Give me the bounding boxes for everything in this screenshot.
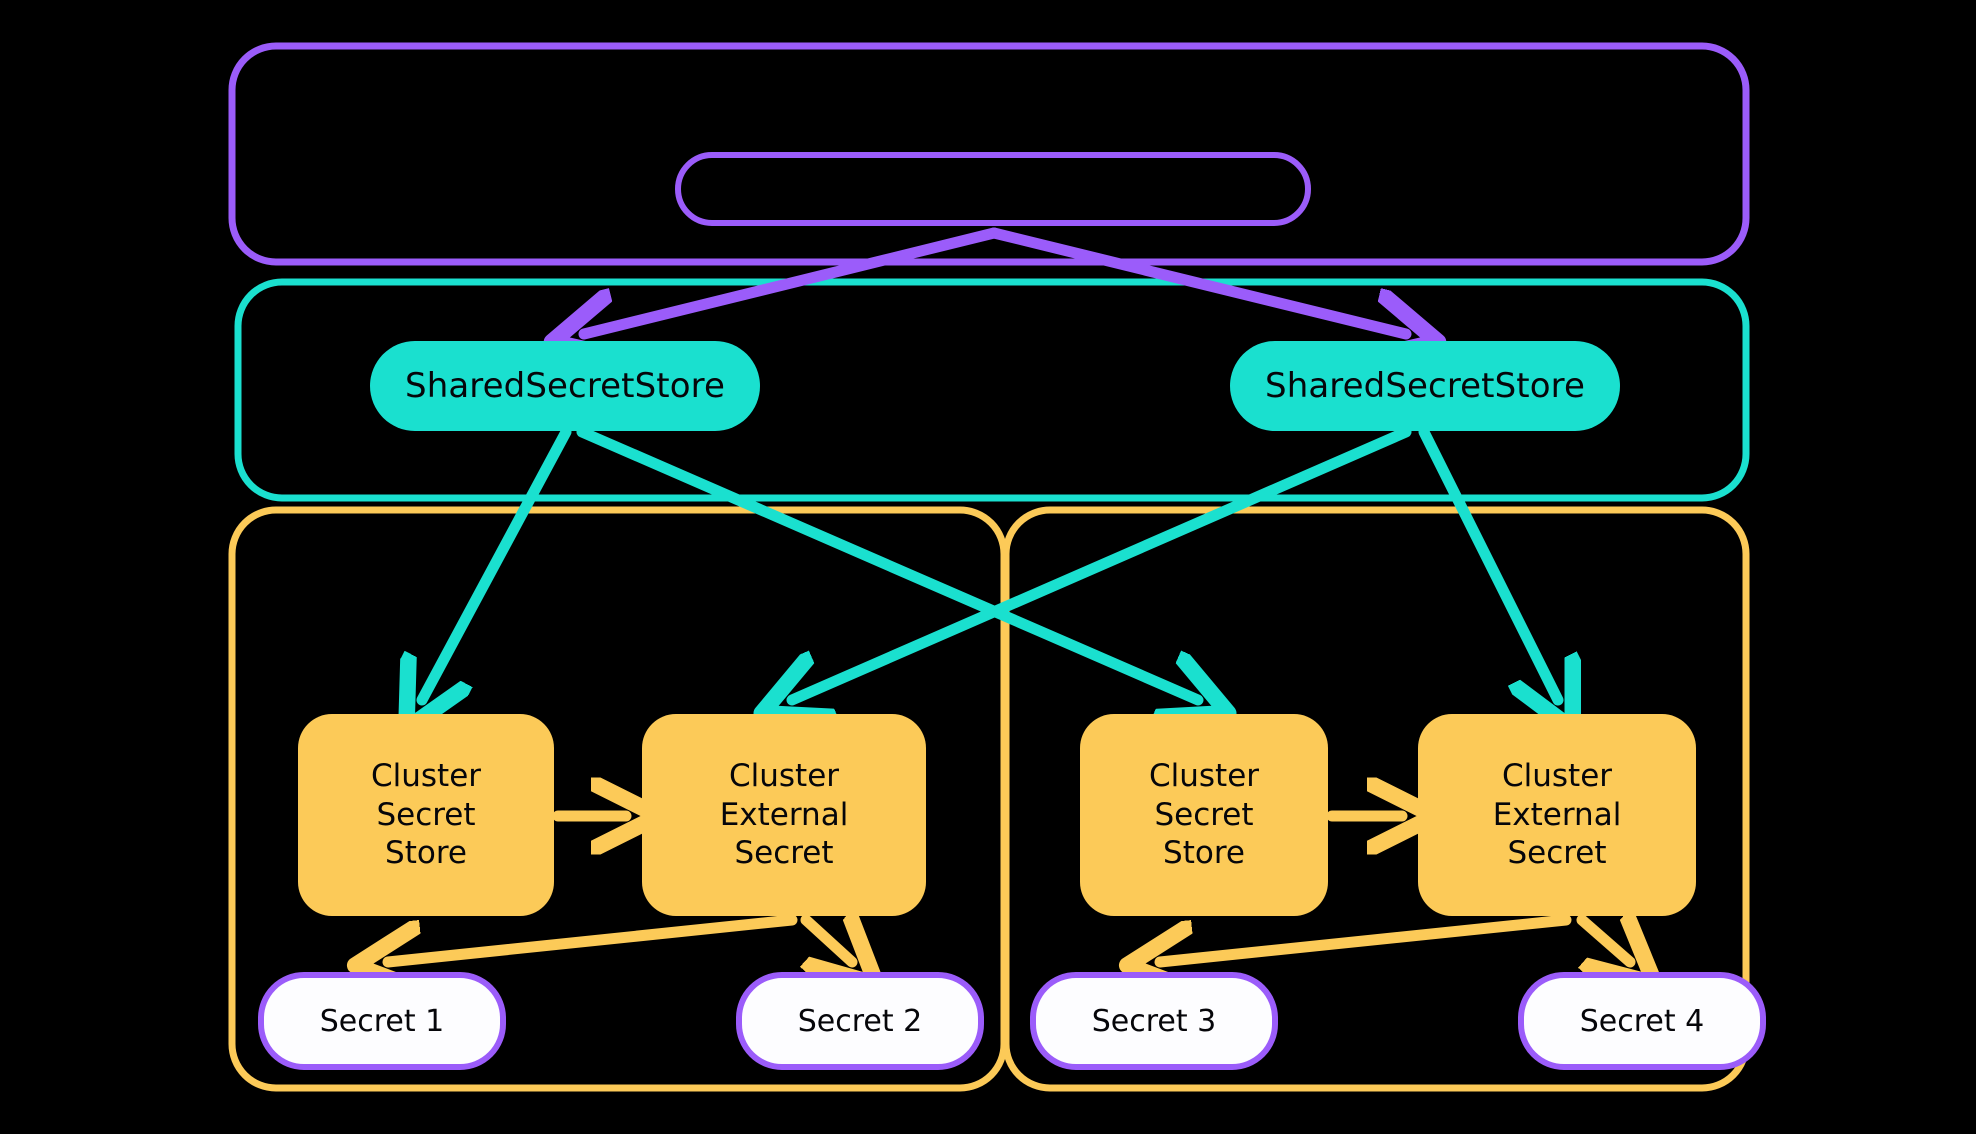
edge-shared-store-left-to-cluster-secret-store-1 xyxy=(422,426,572,700)
cluster-external-secret-1-label: Cluster External Secret xyxy=(719,758,849,872)
edge-cluster-external-secret-1-to-secret-1 xyxy=(388,914,798,962)
edge-shared-store-right-to-cluster-external-secret-2 xyxy=(1418,426,1558,700)
edge-cluster-external-secret-1-to-secret-2 xyxy=(806,920,852,962)
node-secret-1[interactable]: Secret 1 xyxy=(258,972,506,1070)
container-operator-scope xyxy=(228,42,1750,266)
cluster-external-secret-2-label: Cluster External Secret xyxy=(1492,758,1622,872)
node-secret-4[interactable]: Secret 4 xyxy=(1518,972,1766,1070)
secret-3-label: Secret 3 xyxy=(1091,1003,1217,1039)
edge-cluster-external-secret-2-to-secret-4 xyxy=(1576,920,1630,962)
cluster-secret-store-2-label: Cluster Secret Store xyxy=(1148,758,1260,872)
node-cluster-external-secret-2[interactable]: Cluster External Secret xyxy=(1418,714,1696,916)
node-shared-secret-store-left[interactable]: SharedSecretStore xyxy=(370,341,760,431)
edge-operator-to-shared-store-right xyxy=(988,227,1406,334)
node-cluster-secret-store-2[interactable]: Cluster Secret Store xyxy=(1080,714,1328,916)
secret-2-label: Secret 2 xyxy=(797,1003,923,1039)
container-cluster-right xyxy=(1002,506,1750,1092)
edge-cluster-external-secret-2-to-secret-3 xyxy=(1160,914,1572,962)
cluster-secret-store-1-label: Cluster Secret Store xyxy=(370,758,482,872)
container-shared-scope xyxy=(234,278,1750,502)
node-secret-3[interactable]: Secret 3 xyxy=(1030,972,1278,1070)
edge-shared-store-right-to-cluster-external-secret-1 xyxy=(792,426,1412,700)
edge-operator-to-shared-store-left xyxy=(584,227,1000,334)
node-cluster-external-secret-1[interactable]: Cluster External Secret xyxy=(642,714,926,916)
shared-secret-store-left-label: SharedSecretStore xyxy=(405,366,725,406)
secret-4-label: Secret 4 xyxy=(1579,1003,1705,1039)
node-cluster-secret-store-1[interactable]: Cluster Secret Store xyxy=(298,714,554,916)
node-secret-2[interactable]: Secret 2 xyxy=(736,972,984,1070)
secret-1-label: Secret 1 xyxy=(319,1003,445,1039)
node-shared-secret-store-right[interactable]: SharedSecretStore xyxy=(1230,341,1620,431)
edge-shared-store-left-to-cluster-secret-store-2 xyxy=(576,426,1198,700)
node-operator-outline[interactable] xyxy=(675,152,1311,226)
shared-secret-store-right-label: SharedSecretStore xyxy=(1265,366,1585,406)
